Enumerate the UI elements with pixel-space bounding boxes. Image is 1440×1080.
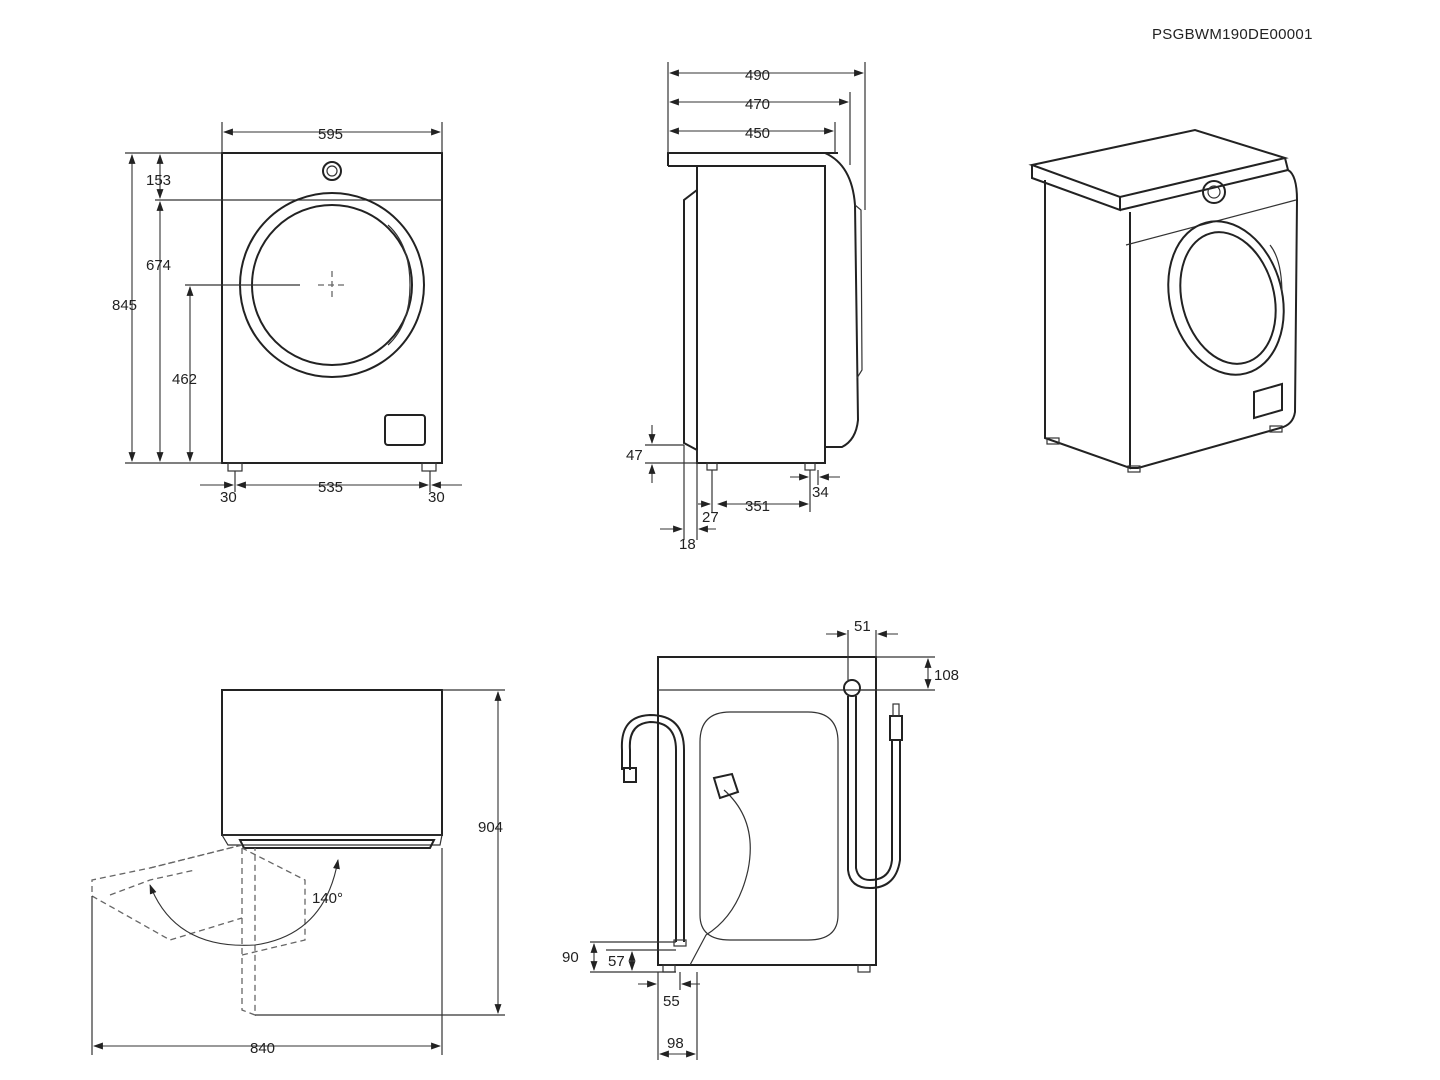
door-angle-label: 140° — [312, 890, 343, 907]
front-width-label: 595 — [318, 126, 343, 143]
back-view: 51 108 90 57 55 98 — [562, 618, 959, 1060]
top-view: 140° 904 840 — [91, 689, 505, 1057]
foot-left-label: 30 — [220, 489, 237, 506]
drain-foot-label: 57 — [608, 953, 625, 970]
hose-top-label: 108 — [934, 667, 959, 684]
foot-right-label: 30 — [428, 489, 445, 506]
top-height-label: 904 — [478, 819, 503, 836]
front-foot-label: 34 — [812, 484, 829, 501]
top-panel-label: 153 — [146, 172, 171, 189]
door-height-label: 462 — [172, 371, 197, 388]
foot-rear-label: 27 — [702, 509, 719, 526]
drain-left-label: 55 — [663, 993, 680, 1010]
foot-span-side-label: 351 — [745, 498, 770, 515]
drawing-code: PSGBWM190DE00001 — [1152, 26, 1313, 43]
depth-door-label: 470 — [745, 96, 770, 113]
depth-total-label: 490 — [745, 67, 770, 84]
rear-offset-label: 18 — [679, 536, 696, 553]
depth-body-label: 450 — [745, 125, 770, 142]
foot-span-label: 535 — [318, 479, 343, 496]
drain-height-label: 90 — [562, 949, 579, 966]
feet-height-label: 47 — [626, 447, 643, 464]
side-view: 490 470 450 47 351 27 18 34 — [626, 62, 866, 553]
front-view: 595 845 153 674 462 30 535 30 — [112, 122, 462, 506]
perspective-view — [1028, 128, 1299, 473]
total-height-label: 845 — [112, 297, 137, 314]
door-depth-label: 840 — [250, 1040, 275, 1057]
door-center-label: 674 — [146, 257, 171, 274]
drain-width-label: 98 — [667, 1035, 684, 1052]
back-panel-outline — [699, 711, 839, 941]
hose-offset-label: 51 — [854, 618, 871, 635]
